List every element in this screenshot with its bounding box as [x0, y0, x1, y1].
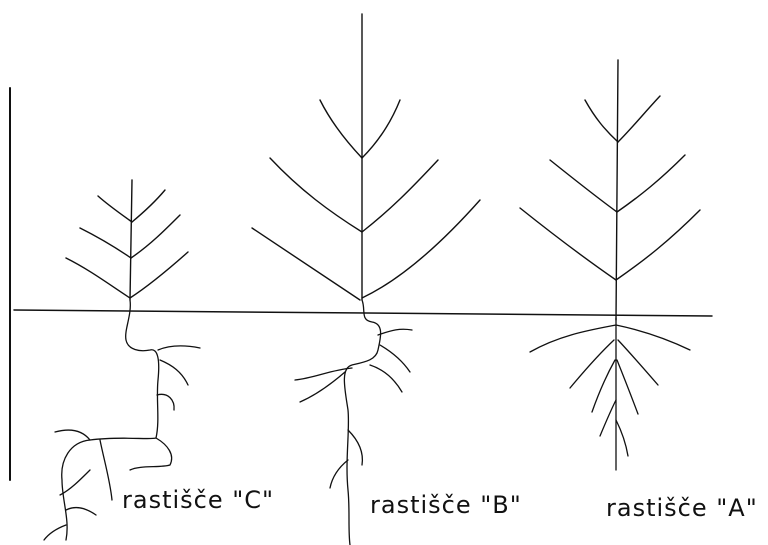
label-site-b: rastišče "B" [370, 491, 522, 519]
label-site-a: rastišče "A" [606, 494, 758, 522]
label-site-c: rastišče "C" [122, 486, 274, 514]
seedling-a-crown [520, 60, 700, 320]
seedling-c-crown [66, 180, 188, 300]
ground-line [14, 310, 712, 316]
seedling-a-roots [530, 318, 690, 470]
seedling-c: rastišče "C" [44, 180, 274, 540]
seedling-b-crown [252, 14, 480, 300]
seedling-a: rastišče "A" [520, 60, 758, 522]
seedling-b: rastišče "B" [252, 14, 522, 545]
